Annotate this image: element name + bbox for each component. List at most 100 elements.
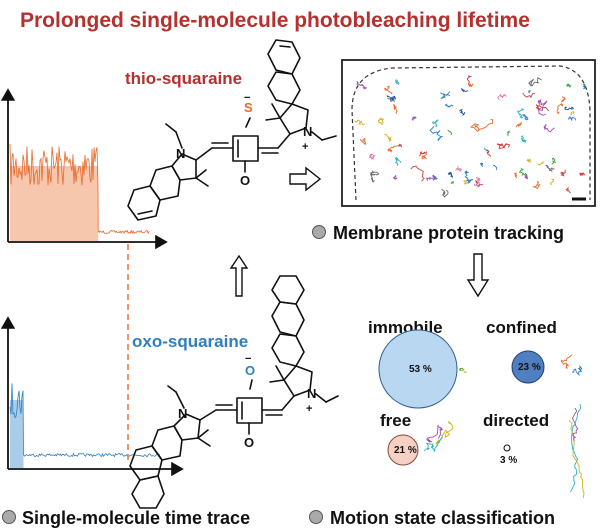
trace-fill — [10, 400, 24, 468]
trajectory — [411, 116, 417, 121]
thio-sulfur-charge: − — [244, 92, 250, 104]
trajectory — [514, 172, 518, 179]
oxo-squaraine-structure: oxo-squaraine O − O N N + — [129, 275, 339, 509]
caption-motion: Motion state classification — [330, 508, 555, 528]
trajectory — [524, 173, 528, 180]
trajectory — [468, 83, 474, 88]
trajectory — [383, 85, 393, 95]
trajectory — [479, 162, 484, 168]
trajectory — [537, 161, 545, 166]
arrow-up — [229, 254, 249, 297]
trajectory — [447, 171, 454, 178]
oxo-oxygen-atom: O — [245, 363, 255, 378]
trajectory — [359, 137, 367, 146]
trace-top — [0, 88, 168, 250]
trajectory — [429, 126, 444, 141]
trajectory — [394, 156, 402, 166]
trajectory — [515, 122, 523, 128]
trajectory — [549, 178, 555, 186]
state-confined-percent: 23 % — [518, 362, 541, 373]
trajectory — [354, 119, 365, 126]
thio-left-nitrogen: N — [176, 146, 185, 161]
trajectory — [579, 172, 586, 176]
trajectory — [496, 143, 511, 149]
trace-line — [9, 143, 150, 235]
trace-bottom — [0, 316, 184, 477]
thio-squaraine-label: thio-squaraine — [125, 69, 242, 88]
oxo-squaraine-label: oxo-squaraine — [132, 332, 248, 351]
trajectory — [419, 151, 427, 157]
thio-right-nitrogen: N — [303, 124, 312, 139]
tracking-frame — [341, 59, 596, 207]
state-trajectories — [423, 354, 585, 499]
trajectory — [421, 153, 427, 160]
arrow-right — [289, 166, 322, 192]
thio-squaraine-structure: thio-squaraine S − O N N + — [125, 39, 337, 221]
trajectory — [377, 117, 384, 126]
state-immobile-percent: 53 % — [409, 364, 432, 375]
trajectory — [450, 181, 454, 184]
state-trajectory — [560, 354, 573, 369]
state-trajectory-directed — [571, 407, 579, 442]
trajectory — [564, 106, 574, 111]
trajectory — [397, 143, 403, 148]
trajectory — [532, 180, 541, 190]
trajectory — [393, 174, 398, 180]
trajectory — [461, 87, 469, 92]
bullet-motion — [309, 510, 323, 524]
trajectory — [394, 79, 400, 85]
trajectory — [520, 135, 527, 143]
trajectory — [464, 175, 474, 184]
thio-right-nitrogen-charge: + — [302, 141, 308, 153]
trajectory — [566, 83, 572, 88]
trajectory — [582, 83, 587, 90]
trajectory — [493, 164, 498, 171]
state-directed-circle — [503, 444, 511, 452]
trajectory — [543, 124, 555, 133]
trajectory — [447, 129, 453, 136]
trajectory — [551, 157, 556, 165]
state-trajectory-directed — [570, 403, 581, 493]
trace-fill — [10, 166, 99, 241]
state-trajectory — [435, 420, 454, 447]
bullet-tracking — [312, 225, 326, 239]
state-directed-label: directed — [483, 411, 549, 430]
trajectory — [386, 95, 396, 102]
state-free-percent: 21 % — [394, 445, 417, 456]
trajectory — [473, 183, 481, 188]
trajectory — [426, 175, 436, 182]
arrow-down — [466, 253, 490, 298]
state-confined-circle — [511, 350, 545, 384]
state-trajectory — [423, 436, 443, 452]
trajectory — [441, 188, 449, 198]
oxo-right-nitrogen: N — [307, 386, 316, 401]
state-free-label: free — [380, 411, 411, 430]
trajectory — [464, 169, 469, 177]
trajectory — [410, 165, 425, 182]
oxo-left-nitrogen: N — [178, 406, 187, 421]
oxo-oxygen-charge: − — [245, 353, 251, 365]
trajectory — [431, 119, 439, 127]
state-trajectory — [571, 365, 583, 377]
state-free-circle — [387, 434, 419, 466]
trajectory — [560, 169, 566, 177]
trajectory — [528, 77, 542, 88]
thio-squaric-ring — [232, 135, 259, 162]
trace-line — [9, 383, 160, 458]
trajectory — [537, 98, 542, 105]
trajectory — [476, 176, 482, 185]
trajectory — [368, 153, 376, 160]
trajectory — [497, 93, 507, 100]
trajectory — [384, 133, 392, 142]
trajectory — [565, 186, 571, 194]
trajectory — [466, 75, 472, 85]
trajectory — [561, 96, 566, 103]
trajectory — [526, 158, 532, 163]
trajectory — [455, 166, 463, 172]
state-immobile-circle — [378, 329, 458, 409]
trajectory — [535, 104, 550, 112]
trace-top-signal — [9, 143, 150, 241]
trajectory — [393, 103, 398, 114]
thio-sulfur-atom: S — [244, 100, 253, 115]
motion-states: immobile 53 % confined 23 % free 21 % di… — [368, 318, 585, 499]
